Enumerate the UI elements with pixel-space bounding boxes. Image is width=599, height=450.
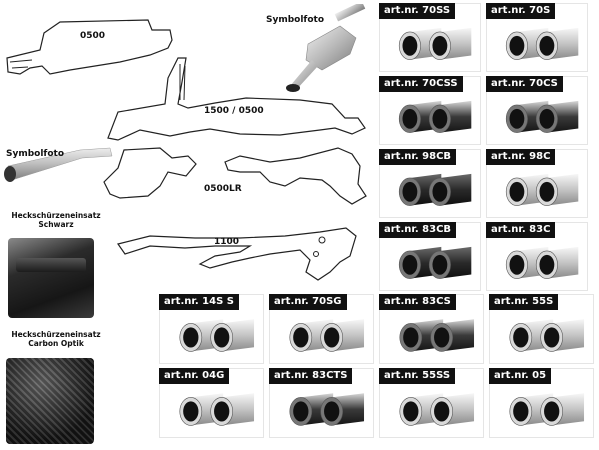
product-tile[interactable]: art.nr. 05 (489, 368, 594, 438)
product-tile[interactable]: art.nr. 70SG (269, 294, 374, 364)
tailpipe-image (289, 393, 365, 426)
product-label: art.nr. 70CS (486, 76, 563, 92)
product-label: art.nr. 04G (159, 368, 230, 384)
tailpipe-image (505, 100, 579, 133)
tailpipe-image (509, 393, 585, 426)
product-label: art.nr. 70CSS (379, 76, 463, 92)
product-label: art.nr. 83CTS (269, 368, 353, 384)
swatch-black (8, 238, 94, 318)
rear-muffler-outline (6, 19, 173, 75)
product-tile[interactable]: art.nr. 70SS (379, 3, 481, 72)
tailpipe-image (398, 173, 472, 206)
product-tile[interactable]: art.nr. 98C (486, 149, 588, 218)
product-label: art.nr. 98C (486, 149, 556, 165)
product-tile[interactable]: art.nr. 70CSS (379, 76, 481, 145)
product-label: art.nr. 70SS (379, 3, 456, 19)
product-label: art.nr. 83CB (379, 222, 457, 238)
tailpipe-image (179, 393, 255, 426)
tailpipe-image (505, 173, 579, 206)
swatch-black-caption: Heckschürzeneinsatz Schwarz (11, 211, 101, 229)
tailpipe-image (398, 27, 472, 60)
lr-system-outline (103, 147, 197, 199)
product-label: art.nr. 55S (489, 294, 559, 310)
tailpipe-image (398, 100, 472, 133)
product-tile[interactable]: art.nr. 83CS (379, 294, 484, 364)
silencer-photo (286, 4, 366, 92)
product-tile[interactable]: art.nr. 83CB (379, 222, 481, 291)
tailpipe-image (399, 319, 475, 352)
tailpipe-image (509, 319, 585, 352)
tailpipe-image (505, 246, 579, 279)
tailpipe-image (179, 319, 255, 352)
label-1100: 1100 (214, 237, 240, 247)
product-tile[interactable]: art.nr. 98CB (379, 149, 481, 218)
swatch-carbon (6, 358, 94, 444)
mid-system-outline (107, 57, 366, 141)
product-tile[interactable]: art.nr. 04G (159, 368, 264, 438)
tailpipe-image (399, 393, 475, 426)
product-tile[interactable]: art.nr. 83CTS (269, 368, 374, 438)
product-label: art.nr. 98CB (379, 149, 457, 165)
product-label: art.nr. 70S (486, 3, 556, 19)
label-symbolfoto-left: Symbolfoto (6, 149, 65, 159)
product-label: art.nr. 14S S (159, 294, 239, 310)
tailpipe-image (398, 246, 472, 279)
product-tile[interactable]: art.nr. 55S (489, 294, 594, 364)
tailpipe-photo (4, 147, 113, 182)
swatch-carbon-caption: Heckschürzeneinsatz Carbon Optik (11, 330, 101, 348)
label-0500lr: 0500LR (204, 184, 242, 194)
product-label: art.nr. 83CS (379, 294, 456, 310)
label-0500: 0500 (80, 31, 106, 41)
product-label: art.nr. 83C (486, 222, 556, 238)
tailpipe-image (289, 319, 365, 352)
exhaust-diagrams (6, 19, 367, 281)
label-symbolfoto-top: Symbolfoto (266, 15, 325, 25)
product-tile[interactable]: art.nr. 83C (486, 222, 588, 291)
tailpipe-image (505, 27, 579, 60)
pipe-1100-outline (117, 227, 357, 281)
product-label: art.nr. 70SG (269, 294, 347, 310)
product-tile[interactable]: art.nr. 70S (486, 3, 588, 72)
product-tile[interactable]: art.nr. 55SS (379, 368, 484, 438)
label-1500-0500: 1500 / 0500 (204, 106, 264, 116)
product-label: art.nr. 05 (489, 368, 552, 384)
product-tile[interactable]: art.nr. 70CS (486, 76, 588, 145)
product-label: art.nr. 55SS (379, 368, 456, 384)
product-tile[interactable]: art.nr. 14S S (159, 294, 264, 364)
